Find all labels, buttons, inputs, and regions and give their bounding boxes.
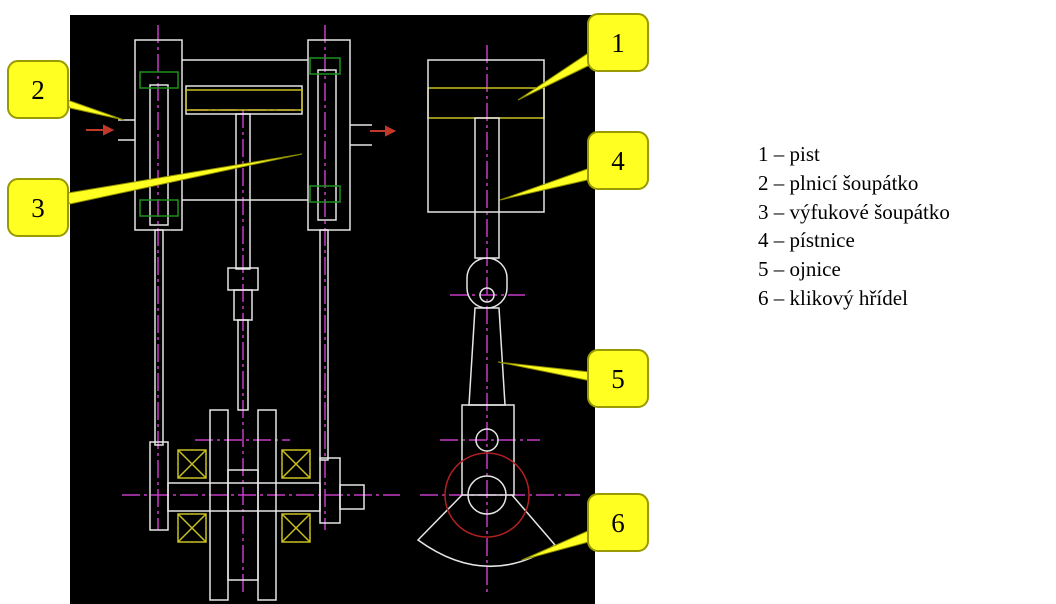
callout-3: 3 xyxy=(7,178,69,237)
callout-1: 1 xyxy=(587,13,649,72)
callout-2-number: 2 xyxy=(31,75,45,105)
valve-engine-outline xyxy=(118,39,372,601)
leader-lines xyxy=(60,51,598,561)
callout-3-number: 3 xyxy=(31,193,45,223)
callout-4: 4 xyxy=(587,131,649,190)
flow-arrows xyxy=(86,124,397,137)
callout-5-number: 5 xyxy=(611,364,625,394)
callout-2: 2 xyxy=(7,60,69,119)
callout-4-number: 4 xyxy=(611,146,625,176)
crank-circle xyxy=(444,452,530,538)
callout-5: 5 xyxy=(587,349,649,408)
legend-item-5: 5 – ojnice xyxy=(758,257,841,282)
legend-item-2: 2 – plnicí šoupátko xyxy=(758,170,919,195)
legend-item-3: 3 – výfukové šoupátko xyxy=(758,199,950,224)
legend-item-1: 1 – pist xyxy=(758,142,820,166)
callout-1-number: 1 xyxy=(611,28,625,58)
legend-item-6: 6 – klikový hřídel xyxy=(758,285,908,310)
callout-6: 6 xyxy=(587,493,649,552)
callout-6-number: 6 xyxy=(611,508,625,538)
drawing-background xyxy=(70,15,595,604)
legend: 1 – pist 2 – plnicí šoupátko 3 – výfukov… xyxy=(758,140,950,313)
valve-pads xyxy=(139,57,341,217)
legend-item-4: 4 – pístnice xyxy=(758,228,855,253)
